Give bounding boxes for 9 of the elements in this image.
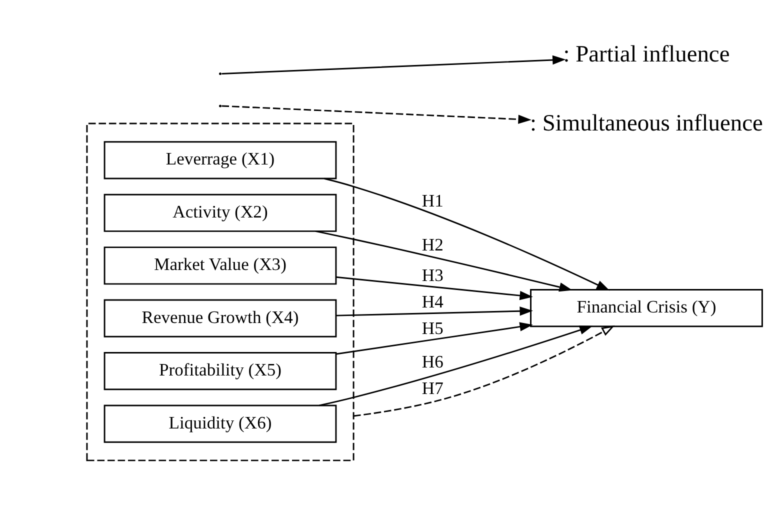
edge-label: H3 <box>422 265 444 286</box>
edge-label: H1 <box>422 190 444 210</box>
edge-label: H7 <box>422 378 444 398</box>
edge-label: H6 <box>422 352 444 372</box>
legend-label: : Simultaneous influence <box>530 110 763 137</box>
legend-label: : Partial influence <box>563 42 730 68</box>
edge-label: H4 <box>422 292 444 312</box>
edge-label: H2 <box>422 234 444 254</box>
edge-label: H5 <box>422 318 444 338</box>
